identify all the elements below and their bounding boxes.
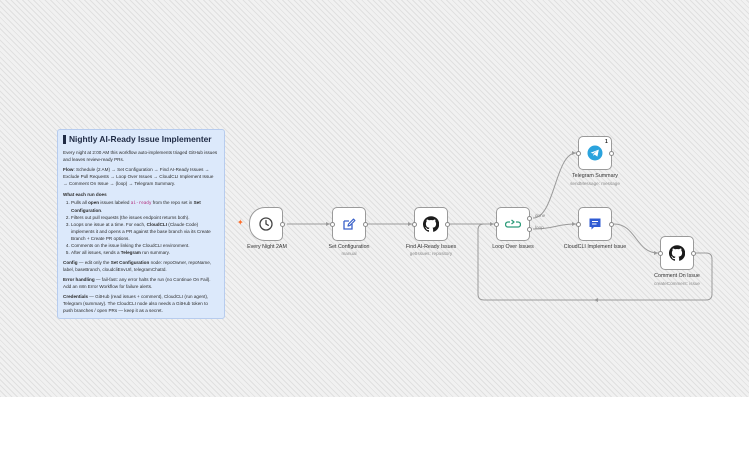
loop-icon: [505, 219, 521, 228]
output-port[interactable]: [609, 222, 614, 227]
output-port[interactable]: [445, 222, 450, 227]
note-error-handling: Error handling — fail-fast: any error ha…: [63, 277, 211, 289]
arrowhead-return: [594, 298, 598, 302]
note-intro: Every night at 2:00 AM this workflow aut…: [63, 150, 218, 162]
node-label-cloudcli-implement-issue: CloudCLI Implement Issue: [563, 244, 627, 250]
input-port[interactable]: [494, 222, 499, 227]
node-sub-comment-on-issue: createComment: issue: [654, 281, 700, 286]
arrowhead-comment: [654, 251, 658, 255]
node-telegram-summary[interactable]: [576, 136, 614, 170]
node-label-set-configuration: Set Configuration: [328, 244, 370, 250]
node-cloudcli-implement-issue[interactable]: [576, 207, 614, 241]
output-port[interactable]: [609, 151, 614, 156]
arrowhead-loop: [490, 222, 494, 226]
clock-icon: [259, 217, 273, 231]
workflow-canvas[interactable]: Nightly AI-Ready Issue Implementer Every…: [0, 0, 749, 397]
node-sub-find-ai-ready-issues: getIssues: repository: [409, 251, 453, 256]
node-loop-over-issues[interactable]: [494, 207, 532, 241]
node-sub-set-configuration: manual: [341, 251, 357, 256]
input-port[interactable]: [658, 251, 663, 256]
node-comment-on-issue[interactable]: [658, 236, 696, 270]
connections-layer: [287, 151, 713, 302]
note-flow: Flow: Schedule (2 AM) → Set Configuratio…: [63, 167, 214, 187]
note-step-3: Loops one issue at a time. For each, Clo…: [71, 222, 219, 243]
arrowhead-telegram: [572, 151, 576, 155]
node-label-find-ai-ready-issues: Find AI-Ready Issues: [405, 244, 457, 250]
input-port[interactable]: [576, 151, 581, 156]
arrowhead-cloudcli: [572, 222, 576, 226]
wire-loop-done-telegram: [532, 152, 577, 219]
node-execution-count-badge: 1: [605, 139, 608, 145]
note-what-heading: What each run does: [63, 191, 107, 197]
blank-footer-area: [0, 397, 749, 450]
input-port[interactable]: [576, 222, 581, 227]
telegram-icon: [587, 145, 603, 161]
note-step-5: After all issues, sends a Telegram run s…: [71, 250, 219, 257]
note-step-1: Pulls all open issues labeled ai-ready f…: [71, 200, 219, 215]
node-label-every-night-2am: Every Night 2AM: [247, 244, 287, 250]
branch-label-done: done: [535, 213, 546, 218]
node-set-configuration[interactable]: [330, 207, 368, 241]
note-config: Config — edit only the Set Configuration…: [63, 259, 212, 272]
github-icon: [669, 245, 685, 261]
trigger-bolt-icon: ✦: [237, 218, 244, 227]
branch-label-loop: loop: [535, 225, 544, 230]
output-port[interactable]: [363, 222, 368, 227]
note-title: Nightly AI-Ready Issue Implementer: [63, 134, 219, 144]
node-find-ai-ready-issues[interactable]: [412, 207, 450, 241]
note-credentials: Credentials — GitHub (read issues + comm…: [63, 294, 209, 314]
note-step-4: Comments on the issue linking the CloudC…: [71, 243, 219, 250]
input-port[interactable]: [412, 222, 417, 227]
node-sub-telegram-summary: sendMessage: message: [570, 181, 620, 186]
arrowhead-find: [408, 222, 412, 226]
pencil-icon: [343, 218, 356, 230]
sticky-note[interactable]: Nightly AI-Ready Issue Implementer Every…: [57, 129, 225, 319]
wire-cloudcli-comment: [613, 223, 659, 254]
output-port-done[interactable]: [527, 216, 532, 221]
note-step-2: Filters out pull requests (the issues en…: [71, 215, 219, 222]
output-port[interactable]: [280, 222, 285, 227]
arrowhead-config: [326, 222, 330, 226]
node-label-telegram-summary: Telegram Summary: [572, 173, 618, 179]
output-port[interactable]: [691, 251, 696, 256]
node-label-comment-on-issue: Comment On Issue: [654, 273, 700, 279]
node-label-loop-over-issues: Loop Over Issues: [492, 244, 534, 250]
wire-loop-loop-cloudcli: [532, 223, 577, 230]
github-icon: [423, 216, 439, 232]
note-steps: Pulls all open issues labeled ai-ready f…: [71, 200, 219, 256]
node-every-night-2am[interactable]: [249, 207, 285, 241]
chat-icon: [589, 218, 601, 230]
note-title-marker-icon: [63, 134, 66, 144]
output-port-loop[interactable]: [527, 227, 532, 232]
input-port[interactable]: [330, 222, 335, 227]
